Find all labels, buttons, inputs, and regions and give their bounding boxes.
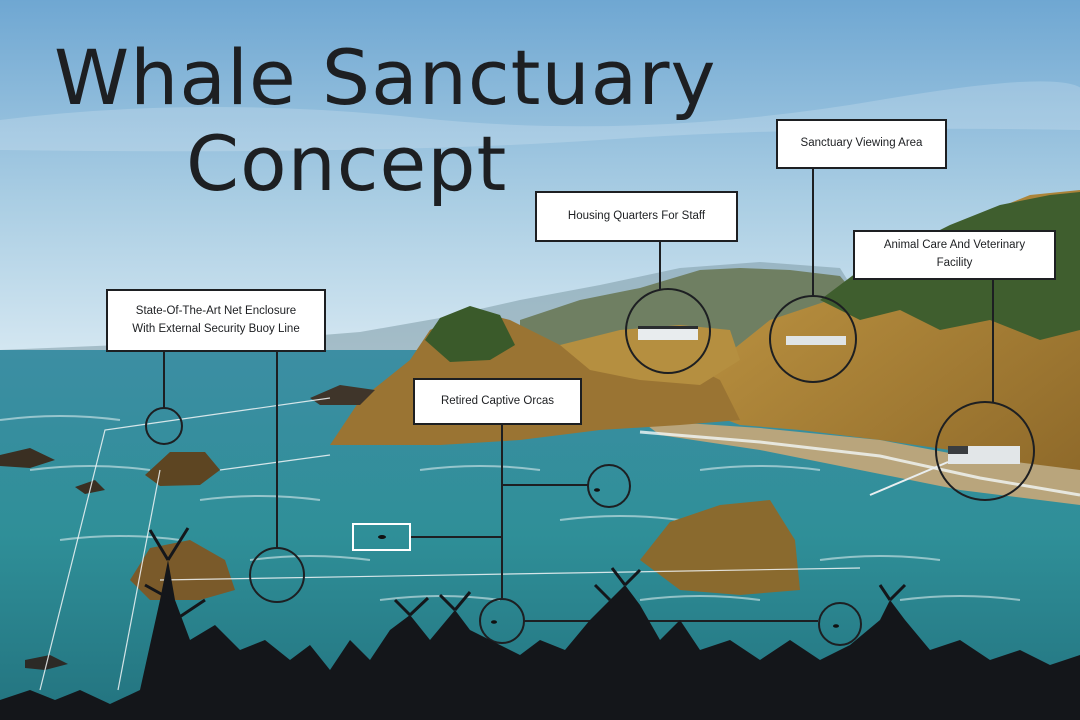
- viewing-area-label: Sanctuary Viewing Area: [776, 119, 947, 169]
- callout-circles: [145, 288, 1035, 646]
- viewing-area-building: [786, 336, 846, 345]
- retired-orcas-label: Retired Captive Orcas: [413, 378, 582, 425]
- callout-lines: [163, 168, 994, 622]
- orca-callout-circle-3: [818, 602, 862, 646]
- page-title-line-2: Concept: [186, 119, 508, 208]
- page-title-line-1: Whale Sanctuary: [54, 33, 717, 122]
- orcas: [378, 488, 839, 628]
- buoy-callout-circle: [145, 407, 183, 445]
- staff-housing-building: [638, 328, 698, 340]
- orca-callout-circle-1: [587, 464, 631, 508]
- orca-callout-box: [352, 523, 411, 551]
- buildings: [638, 326, 1020, 496]
- viewing-callout-circle: [769, 295, 857, 383]
- housing-callout-circle: [625, 288, 711, 374]
- animal-care-label: Animal Care And Veterinary Facility: [853, 230, 1056, 280]
- net-callout-circle: [249, 547, 305, 603]
- foreground-branches: [144, 527, 907, 622]
- orca-callout-circle-2: [479, 598, 525, 644]
- cloud-band: [0, 81, 1080, 152]
- net-enclosure-lines: [39, 397, 861, 691]
- surf-line: [639, 430, 1080, 497]
- middle-forest: [425, 306, 515, 362]
- vet-callout-circle: [935, 401, 1035, 501]
- housing-quarters-label: Housing Quarters For Staff: [535, 191, 738, 242]
- foreground-silhouette: [0, 560, 1080, 720]
- net-enclosure-label: State-Of-The-Art Net Enclosure With Exte…: [106, 289, 326, 352]
